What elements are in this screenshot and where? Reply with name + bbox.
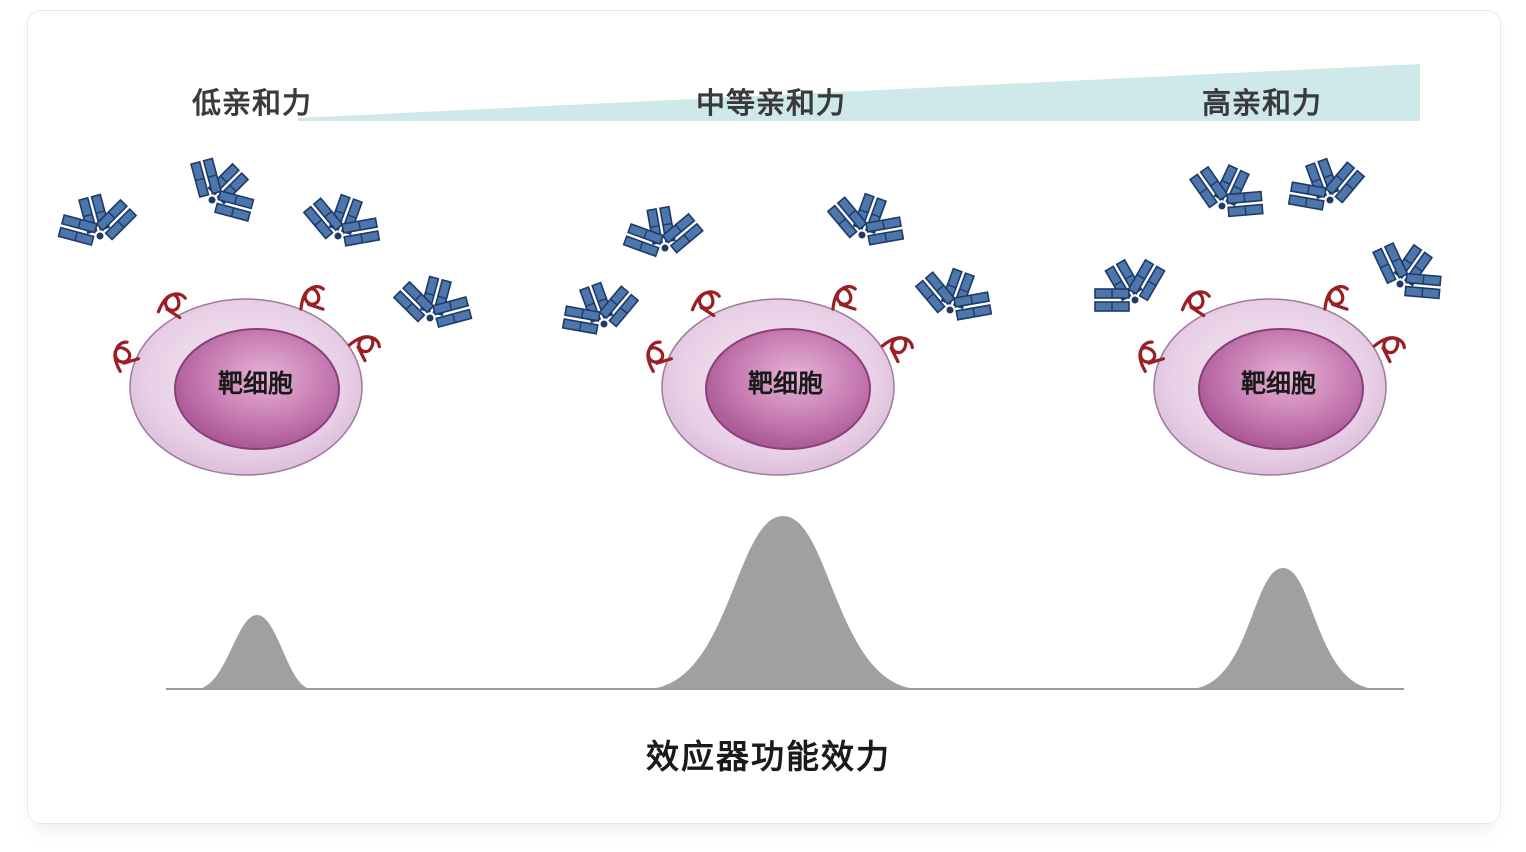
label-high-affinity: 高亲和力: [1202, 86, 1323, 120]
peak-medium: [645, 516, 921, 689]
cell-label-medium: 靶细胞: [748, 369, 824, 398]
cell-label-high: 靶细胞: [1241, 369, 1317, 398]
target-cell-low: [129, 298, 363, 476]
target-cell-medium: [661, 298, 895, 476]
label-medium-affinity: 中等亲和力: [696, 86, 847, 120]
effector-potency-title: 效应器功能效力: [646, 737, 891, 776]
peak-high: [1188, 568, 1378, 689]
label-low-affinity: 低亲和力: [192, 86, 313, 120]
affinity-gradient-bar: [298, 64, 1420, 121]
cell-label-low: 靶细胞: [218, 369, 294, 398]
peak-low: [196, 615, 312, 689]
target-cell-high: [1153, 298, 1387, 476]
